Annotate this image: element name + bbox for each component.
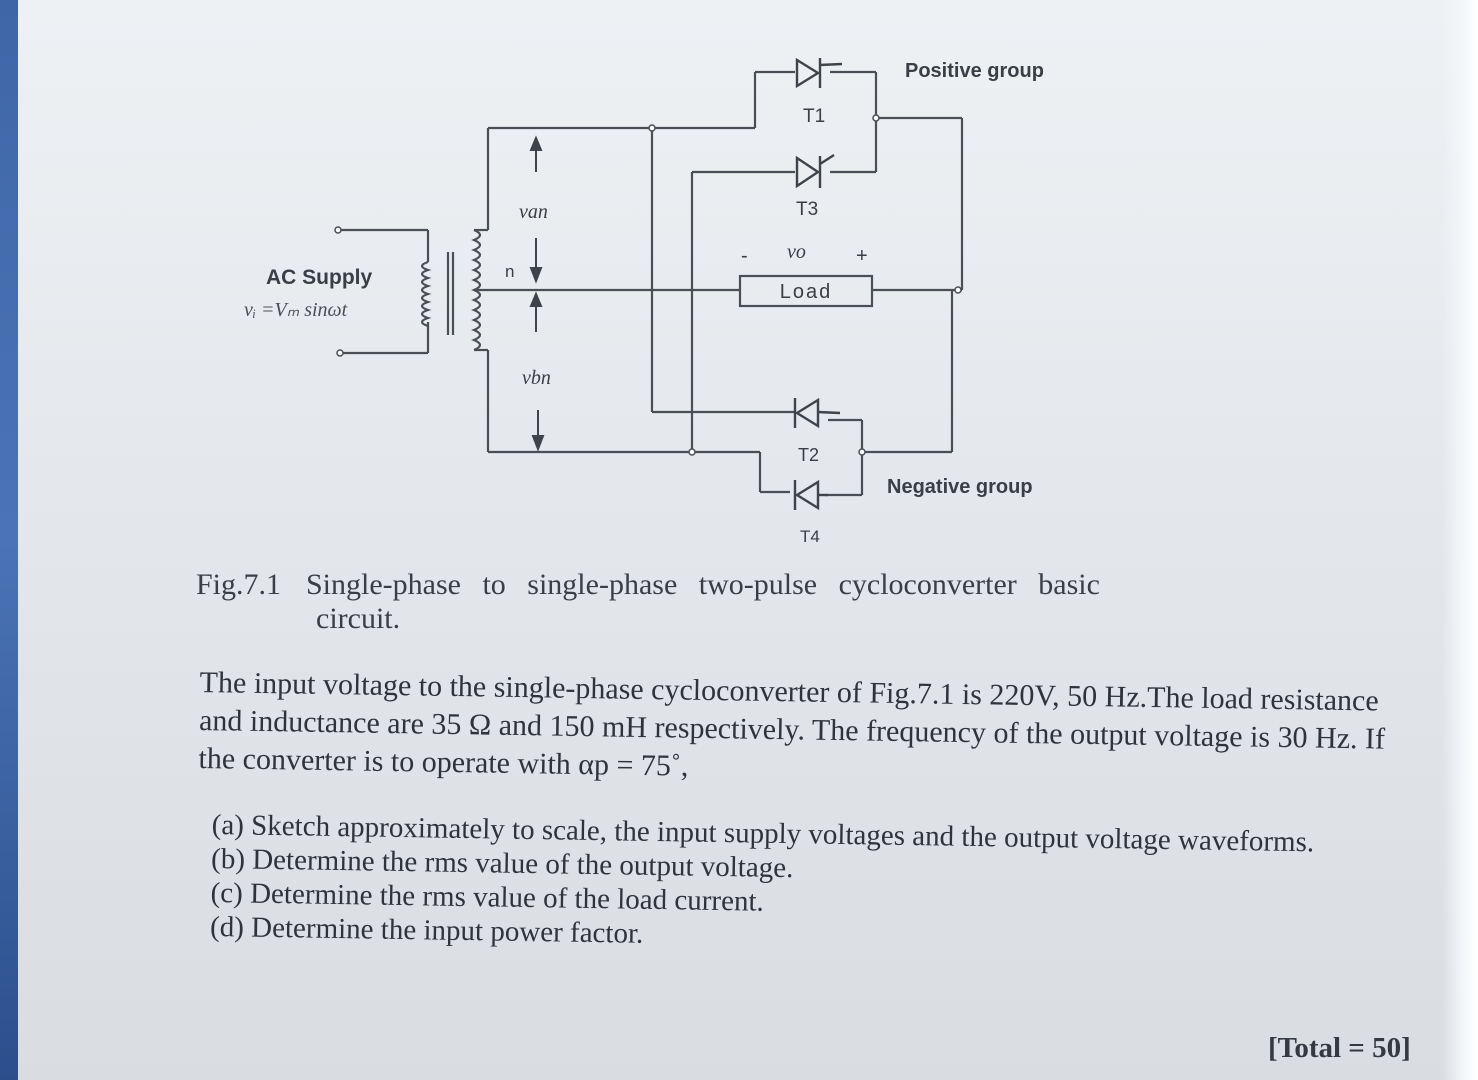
t1-label: T1 [803, 106, 825, 127]
total-marks: [Total = 50] [1268, 1032, 1411, 1064]
cycloconverter-circuit-diagram: Positive group Negative group AC Supply … [244, 57, 1044, 546]
vo-label: vo [787, 241, 806, 263]
load-label: Load [780, 281, 833, 303]
vbn-label: vbn [522, 367, 551, 389]
thyristor-t3-symbol [795, 153, 835, 189]
load-box [738, 274, 874, 308]
primary-winding [420, 260, 432, 328]
figure-caption: Fig.7.1 Single-phase to single-phase two-… [196, 568, 1196, 636]
van-label: van [519, 201, 548, 223]
t4-label: T4 [800, 527, 820, 546]
positive-group-label: Positive group [905, 60, 1044, 82]
figure-caption-number: Fig.7.1 [196, 568, 282, 601]
figure-caption-line1: Single-phase to single-phase two-pulse c… [306, 568, 1100, 601]
figure-caption-line2: circuit. [316, 602, 401, 635]
t2-label: T2 [798, 445, 819, 465]
neutral-label: n [505, 262, 514, 281]
supply-terminal-bottom [336, 349, 344, 357]
thyristor-t4-symbol [793, 479, 828, 511]
page-left-edge [0, 0, 18, 1080]
question-parts: (a) Sketch approximately to scale, the i… [210, 808, 1412, 963]
negative-group-label: Negative group [887, 476, 1033, 498]
ac-supply-label: AC Supply [266, 266, 372, 289]
thyristor-t2-symbol [793, 397, 841, 429]
supply-terminal-top [334, 226, 342, 234]
thyristor-t1-symbol [795, 57, 843, 89]
page-right-edge [1442, 0, 1478, 1080]
problem-statement: The input voltage to the single-phase cy… [198, 665, 1386, 783]
output-minus-label: - [741, 245, 748, 267]
supply-equation-label: vᵢ =Vₘ sinωt [244, 299, 348, 321]
output-plus-label: + [856, 245, 868, 267]
t3-label: T3 [796, 199, 818, 220]
